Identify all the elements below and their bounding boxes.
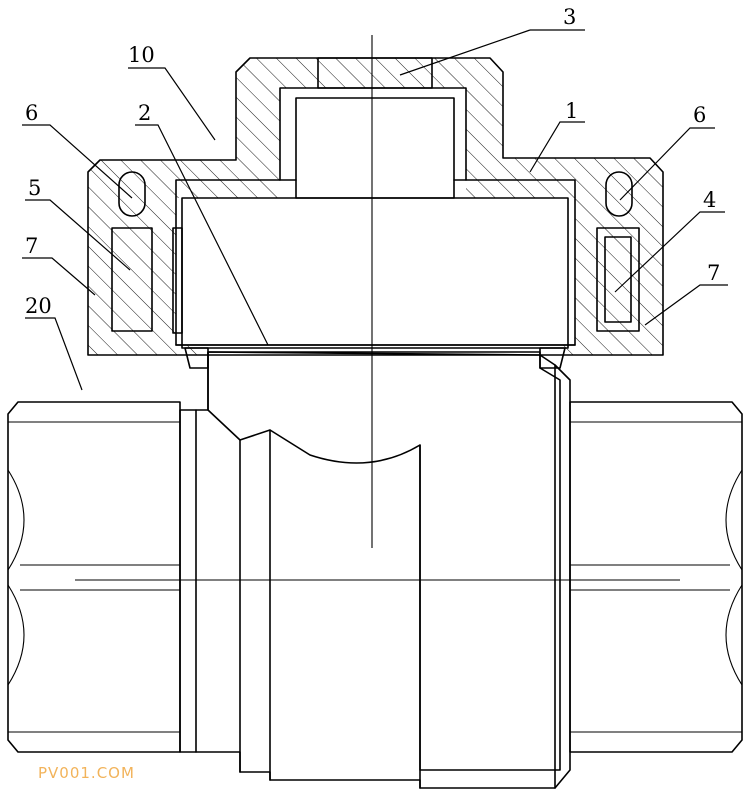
leader-4 [614, 211, 725, 293]
part-label-5: 5 [28, 176, 41, 200]
right-hex-facet-top [725, 469, 743, 571]
right-threaded-end [569, 401, 743, 753]
oval-hole-left [118, 171, 146, 217]
body-neck [207, 351, 561, 771]
part-label-1: 1 [565, 99, 578, 123]
rotor-side-strip [172, 227, 183, 334]
part-label-3: 3 [563, 5, 576, 29]
part-label-6-right: 6 [693, 103, 706, 127]
magnet-right-inner [604, 236, 632, 323]
left-threaded-end [7, 401, 181, 753]
left-hex-facet-top [7, 469, 25, 571]
housing-outline [87, 57, 664, 356]
leader-3-line [399, 29, 531, 76]
rotor-disc [181, 197, 569, 349]
body-center [179, 351, 571, 789]
leader-7-right [644, 284, 728, 326]
leader-1 [529, 121, 585, 173]
leader-5 [25, 199, 131, 271]
stem-top-slot [317, 57, 433, 89]
watermark-text: PV001.COM [38, 764, 135, 782]
leader-2 [135, 124, 269, 346]
part-label-6-left: 6 [25, 101, 38, 125]
housing-section-hatch [88, 58, 663, 355]
right-hex-facet-bottom [725, 584, 743, 686]
magnet-right-outer [596, 227, 640, 332]
oval-hole-right [605, 171, 633, 217]
part-label-7-left: 7 [25, 234, 38, 258]
seal-step-right [539, 347, 566, 369]
leader-6-right [619, 127, 715, 201]
leader-7-left [22, 257, 96, 296]
part-label-4: 4 [703, 188, 716, 212]
leader-10 [128, 67, 216, 141]
magnet-left [111, 227, 153, 332]
part-label-10: 10 [128, 43, 155, 67]
leader-6-left [22, 124, 133, 199]
part-label-7-right: 7 [707, 261, 720, 285]
left-hex-facet-bottom [7, 584, 25, 686]
leader-20 [25, 317, 83, 391]
stem-head [295, 97, 455, 199]
part-label-20: 20 [25, 294, 52, 318]
part-label-2: 2 [138, 101, 151, 125]
seal-step-left [184, 347, 209, 369]
